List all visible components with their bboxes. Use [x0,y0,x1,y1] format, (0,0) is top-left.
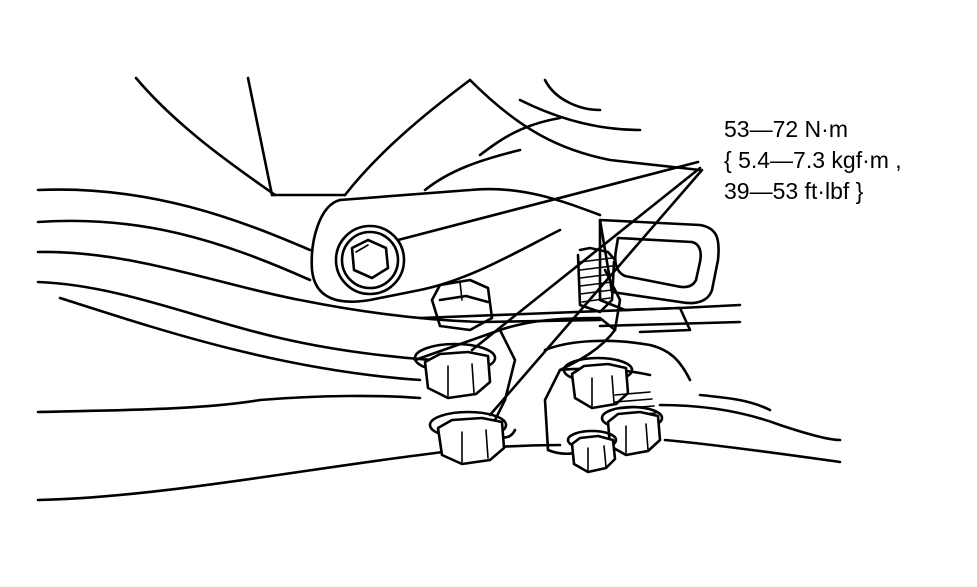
body-outline [134,76,702,197]
lower-left-nut-icon [428,410,508,466]
frame-rails [36,188,842,502]
mount-bracket [310,187,602,303]
middle-left-nut-icon [413,342,497,400]
torque-kgf-meters: { 5.4—7.3 kgf·m , [724,147,902,173]
upper-left-bolt-icon [430,278,494,332]
torque-newton-meters: 53—72 N·m [724,116,848,142]
bracket-bolt-icon [334,224,406,296]
middle-right-nut-icon [562,356,634,410]
torque-leader-lines [396,160,704,417]
right-stud-nut-icon [600,391,664,457]
torque-specification: 53—72 N·m { 5.4—7.3 kgf·m , 39—53 ft·lbf… [724,114,902,207]
bottom-right-nut-icon [566,429,618,474]
threaded-stud-icon [576,246,617,314]
torque-foot-pounds: 39—53 ft·lbf } [724,178,864,204]
